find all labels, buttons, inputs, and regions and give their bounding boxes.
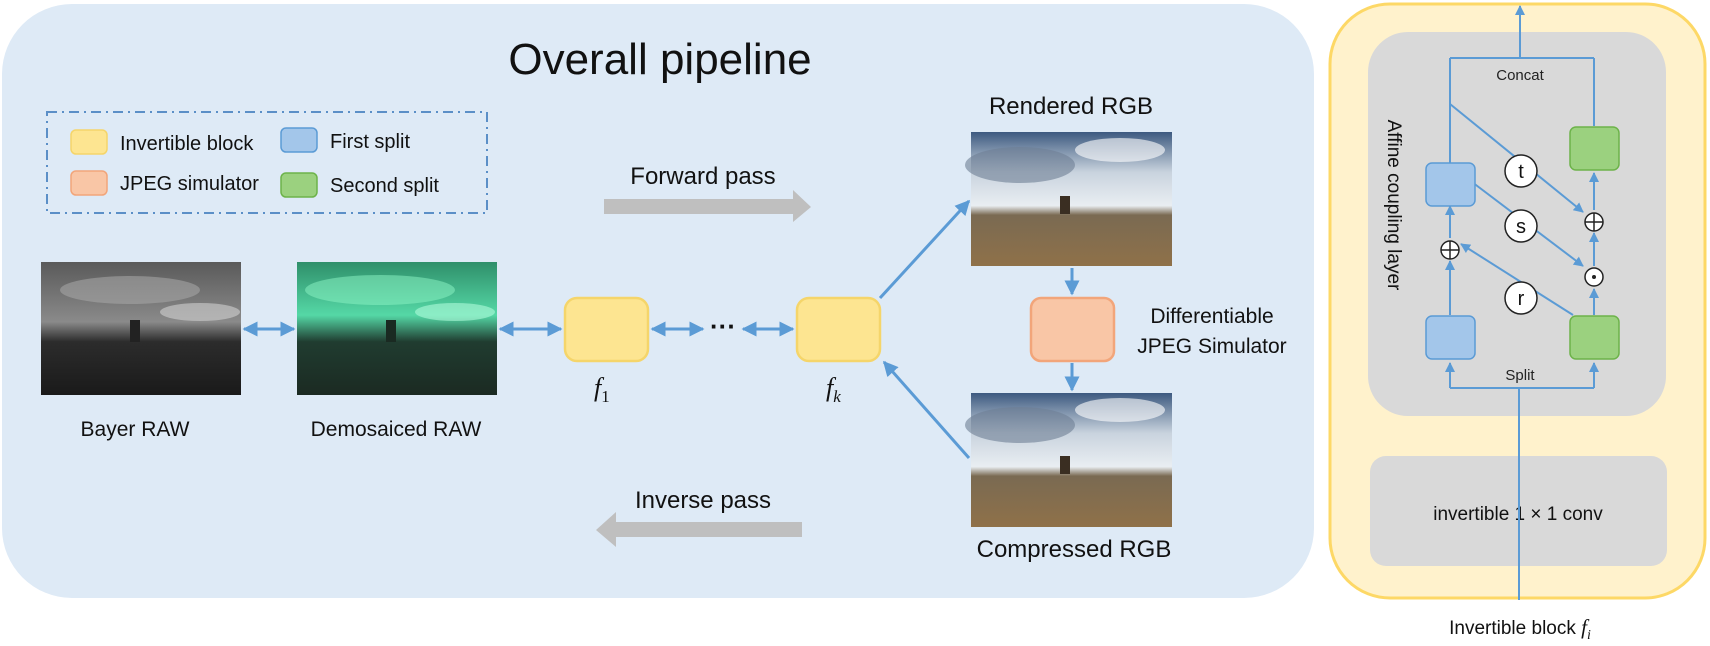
split-label: Split [1505,367,1535,384]
invertible-block-caption: Invertible block fi [1449,615,1591,641]
legend: Invertible block First split JPEG simula… [46,111,488,214]
ellipsis: ··· [710,311,736,341]
first-split-block-bottom [1425,315,1476,360]
svg-text:t: t [1518,161,1524,183]
oplus-left-icon [1440,240,1460,260]
affine-coupling-label: Affine coupling layer [1383,120,1404,291]
compressed-rgb-image [965,393,1172,527]
svg-text:s: s [1516,216,1526,238]
jpeg-simulator-label-line2: JPEG Simulator [1137,335,1286,358]
legend-label-second-split: Second split [330,175,439,197]
rendered-rgb-label: Rendered RGB [989,93,1153,120]
legend-swatch-first-split [280,127,318,153]
legend-swatch-jpeg-simulator [70,170,108,196]
inverse-pass-label: Inverse pass [635,487,771,514]
first-split-block-middle [1425,162,1476,207]
demosaiced-raw-label: Demosaiced RAW [311,418,482,441]
legend-label-jpeg-simulator: JPEG simulator [120,173,259,195]
legend-label-first-split: First split [330,131,410,153]
compressed-rgb-label: Compressed RGB [977,536,1172,563]
op-r-node: r [1504,281,1538,315]
oplus-right-icon [1584,212,1604,232]
legend-frame [46,111,488,214]
invertible-block-f1-label: f1 [594,373,610,406]
forward-pass-arrow [604,190,811,222]
second-split-block-top [1569,126,1620,171]
invertible-block-f1 [563,296,650,363]
legend-swatch-invertible-block [70,129,108,155]
demosaiced-raw-image [297,262,497,395]
op-s-node: s [1504,209,1538,243]
svg-text:r: r [1518,288,1525,310]
bayer-raw-label: Bayer RAW [81,418,190,441]
jpeg-simulator-block [1029,296,1116,363]
legend-swatch-second-split [280,172,318,198]
invertible-block-fk-label: fk [826,373,841,406]
arrow-compressed-fk [882,360,971,459]
invertible-block-fk [795,296,882,363]
pipeline-arrows [242,199,1080,459]
jpeg-simulator-label-line1: Differentiable [1150,305,1273,328]
arrow-fk-rendered [878,199,971,300]
concat-label: Concat [1496,67,1544,84]
forward-pass-label: Forward pass [630,163,775,190]
rendered-rgb-image [965,132,1172,266]
odot-icon [1584,267,1604,287]
bayer-raw-image [41,262,241,395]
inverse-pass-arrow [596,512,802,547]
pipeline-title: Overall pipeline [508,35,811,84]
legend-label-invertible-block: Invertible block [120,133,254,155]
second-split-block-bottom [1569,315,1620,360]
op-t-node: t [1504,154,1538,188]
